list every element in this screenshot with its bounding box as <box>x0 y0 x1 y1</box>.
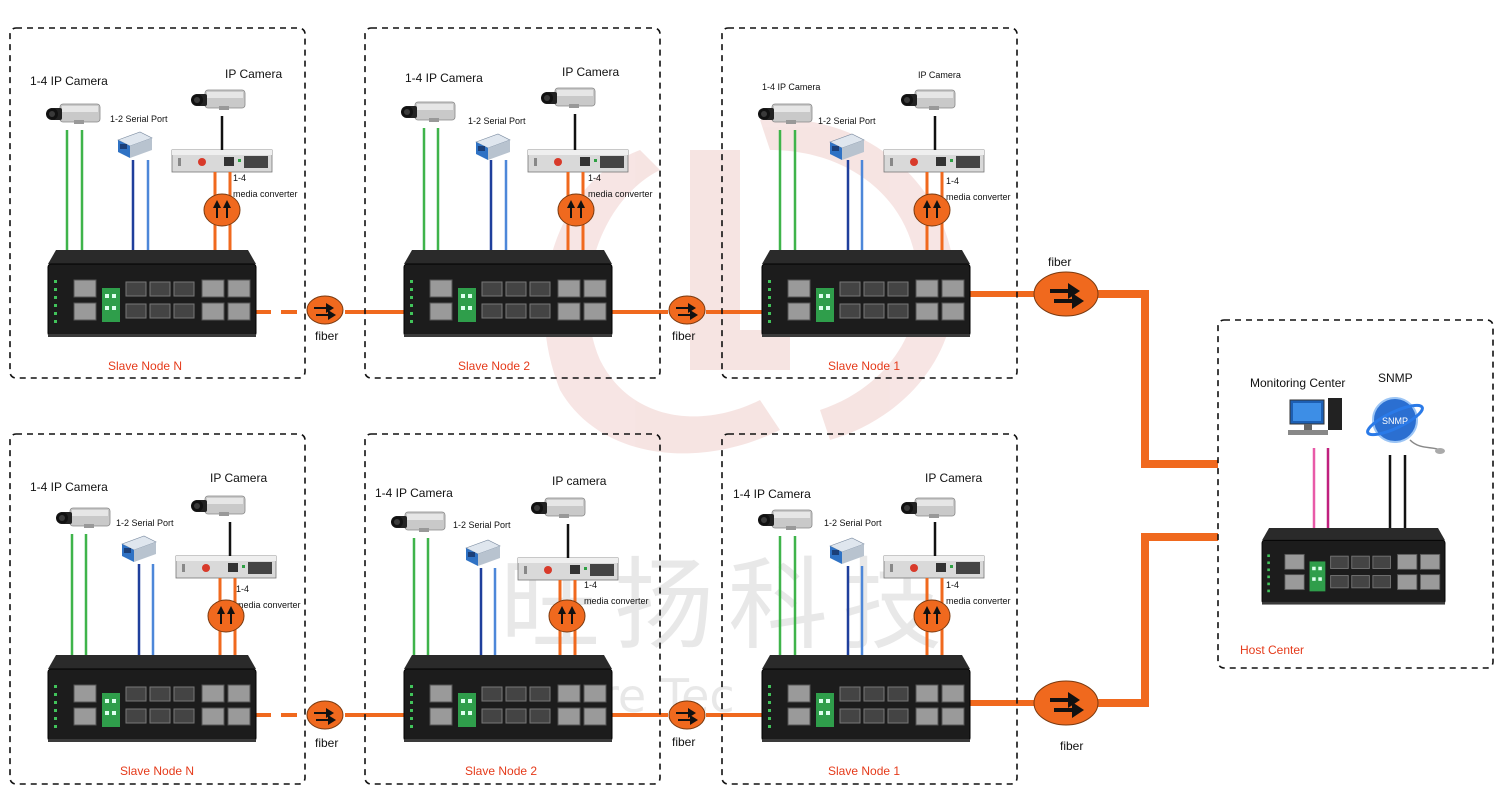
converter-text-label: media converter <box>233 189 298 199</box>
industrial-switch-icon <box>403 249 613 338</box>
node-label: Slave Node 2 <box>465 764 537 778</box>
serial-label: 1-2 Serial Port <box>824 518 882 528</box>
industrial-switch-icon <box>403 654 613 743</box>
slave-node-n-bottom: 1-4 IP Camera IP Camera 1-2 Serial Port … <box>9 433 306 785</box>
converter-num-label: 1-4 <box>236 584 249 594</box>
media-converter-icon <box>175 555 277 579</box>
camera-multi-label: 1-4 IP Camera <box>733 487 811 501</box>
ip-camera-icon <box>400 101 456 123</box>
slave-node-1-bottom: 1-4 IP Camera IP Camera 1-2 Serial Port … <box>721 433 1018 785</box>
industrial-switch-icon <box>761 249 971 338</box>
node-label: Slave Node 1 <box>828 764 900 778</box>
converter-text-label: media converter <box>588 189 653 199</box>
camera-label: IP camera <box>552 474 607 488</box>
fiber-connector-icon <box>557 193 595 227</box>
fiber-label: fiber <box>1048 255 1071 269</box>
serial-label: 1-2 Serial Port <box>468 116 526 126</box>
converter-text-label: media converter <box>946 596 1011 606</box>
fiber-links <box>255 290 1218 717</box>
fiber-label: fiber <box>1060 739 1083 753</box>
serial-server-icon <box>465 539 501 567</box>
industrial-switch-icon <box>47 249 257 338</box>
slave-node-2-top: 1-4 IP Camera IP Camera 1-2 Serial Port … <box>364 27 661 379</box>
serial-server-icon <box>475 133 511 161</box>
camera-label: IP Camera <box>925 471 982 485</box>
ip-camera-icon <box>900 497 956 519</box>
fiber-label: fiber <box>315 329 338 343</box>
fiber-connector-icon <box>668 295 706 325</box>
converter-num-label: 1-4 <box>946 580 959 590</box>
camera-multi-label: 1-4 IP Camera <box>375 486 453 500</box>
ip-camera-icon <box>757 509 813 531</box>
media-converter-icon <box>527 149 629 173</box>
camera-multi-label: 1-4 IP Camera <box>30 74 108 88</box>
fiber-label: fiber <box>315 736 338 750</box>
ip-camera-icon <box>45 103 101 125</box>
fiber-connector-icon <box>548 599 586 633</box>
fiber-connector-icon <box>668 700 706 730</box>
node-label: Slave Node N <box>108 359 182 373</box>
fiber-label: fiber <box>672 735 695 749</box>
camera-label: IP Camera <box>562 65 619 79</box>
camera-label: IP Camera <box>225 67 282 81</box>
fiber-connector-icon <box>306 700 344 730</box>
ip-camera-icon <box>900 89 956 111</box>
host-center: Monitoring Center SNMP SNMP Host Center <box>1217 319 1494 669</box>
snmp-label: SNMP <box>1378 371 1413 385</box>
snmp-globe-icon: SNMP <box>1366 397 1445 454</box>
fiber-connector-icon <box>1033 680 1099 726</box>
serial-label: 1-2 Serial Port <box>110 114 168 124</box>
ip-camera-icon <box>190 89 246 111</box>
ip-camera-icon <box>390 511 446 533</box>
serial-server-icon <box>121 535 157 563</box>
industrial-switch-icon <box>1261 527 1446 605</box>
industrial-switch-icon <box>761 654 971 743</box>
converter-text-label: media converter <box>946 192 1011 202</box>
fiber-connector-icon <box>913 193 951 227</box>
media-converter-icon <box>883 555 985 579</box>
slave-node-2-bottom: 1-4 IP Camera IP camera 1-2 Serial Port … <box>364 433 661 785</box>
camera-label: IP Camera <box>210 471 267 485</box>
ip-camera-icon <box>55 507 111 529</box>
fiber-connector-icon <box>306 295 344 325</box>
ip-camera-icon <box>530 497 586 519</box>
converter-text-label: media converter <box>236 600 301 610</box>
converter-num-label: 1-4 <box>584 580 597 590</box>
fiber-label: fiber <box>672 329 695 343</box>
slave-node-n-top: 1-4 IP Camera IP Camera 1-2 Serial Port … <box>9 27 306 379</box>
fiber-connector-icon <box>203 193 241 227</box>
converter-num-label: 1-4 <box>588 173 601 183</box>
svg-text:SNMP: SNMP <box>1382 416 1408 426</box>
media-converter-icon <box>517 557 619 581</box>
media-converter-icon <box>883 149 985 173</box>
monitor-computer-icon <box>1288 398 1342 435</box>
camera-multi-label: 1-4 IP Camera <box>405 71 483 85</box>
serial-label: 1-2 Serial Port <box>453 520 511 530</box>
converter-num-label: 1-4 <box>946 176 959 186</box>
fiber-connector-icon <box>1033 271 1099 317</box>
converter-num-label: 1-4 <box>233 173 246 183</box>
node-label: Slave Node 2 <box>458 359 530 373</box>
camera-label: IP Camera <box>918 70 961 80</box>
camera-multi-label: 1-4 IP Camera <box>762 82 820 92</box>
serial-label: 1-2 Serial Port <box>116 518 174 528</box>
node-label: Slave Node 1 <box>828 359 900 373</box>
serial-server-icon <box>117 131 153 159</box>
monitoring-center-label: Monitoring Center <box>1250 376 1345 390</box>
industrial-switch-icon <box>47 654 257 743</box>
node-label: Slave Node N <box>120 764 194 778</box>
slave-node-1-top: 1-4 IP Camera IP Camera 1-2 Serial Port … <box>721 27 1018 379</box>
converter-text-label: media converter <box>584 596 649 606</box>
serial-label: 1-2 Serial Port <box>818 116 876 126</box>
ip-camera-icon <box>190 495 246 517</box>
fiber-connector-icon <box>913 599 951 633</box>
media-converter-icon <box>171 149 273 173</box>
host-center-label: Host Center <box>1240 643 1304 657</box>
fiber-connector-icon <box>207 599 245 633</box>
ip-camera-icon <box>540 87 596 109</box>
camera-multi-label: 1-4 IP Camera <box>30 480 108 494</box>
